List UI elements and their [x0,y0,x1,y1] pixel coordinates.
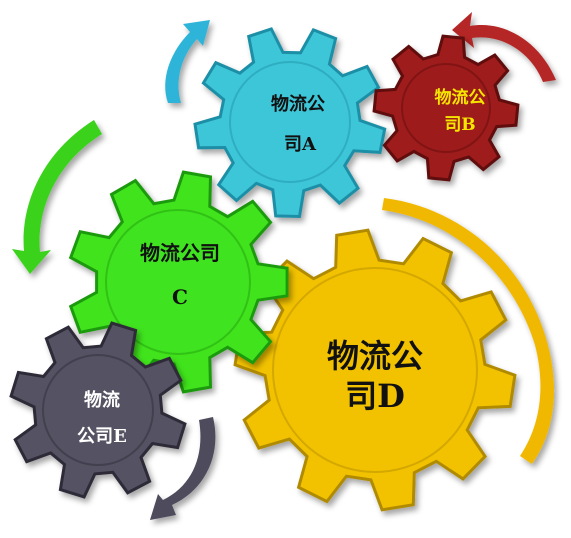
gear-e-label-line-2: 公司E [77,426,127,447]
gear-e-hub [42,354,154,466]
gear-d-label-line-2: 司D [345,377,405,415]
arrow-c-icon [12,120,102,274]
gear-a-label-line-1: 物流公 [271,93,325,115]
gear-b-label-line-1: 物流公 [435,87,486,108]
gear-c-hub [105,209,251,355]
gear-b: 物流公 司B [372,34,520,182]
gears-layer: 物流公 司D 物流公司 C 物流公 司A 物流公 司B 物流 公司E [9,27,520,512]
gear-c-label-line-1: 物流公司 [140,241,220,265]
gear-c-label-line-2: C [172,285,188,309]
gear-d: 物流公 司D [233,228,517,512]
gear-b-label-line-2: 司B [444,115,475,135]
gear-a: 物流公 司A [193,27,387,219]
arrow-b-icon [452,12,556,82]
gear-a-hub [229,61,351,183]
gear-e-label-line-1: 物流 [84,389,120,411]
gear-e: 物流 公司E [9,321,187,499]
arrows-layer [12,12,556,520]
arrow-d-icon [382,198,555,464]
arrow-a-icon [165,20,210,103]
gear-a-label-line-2: 司A [284,134,317,155]
arrow-e-icon [150,417,216,520]
gear-b-hub [401,63,491,153]
gear-d-label-line-1: 物流公 [327,337,423,375]
gear-d-hub [272,267,478,473]
